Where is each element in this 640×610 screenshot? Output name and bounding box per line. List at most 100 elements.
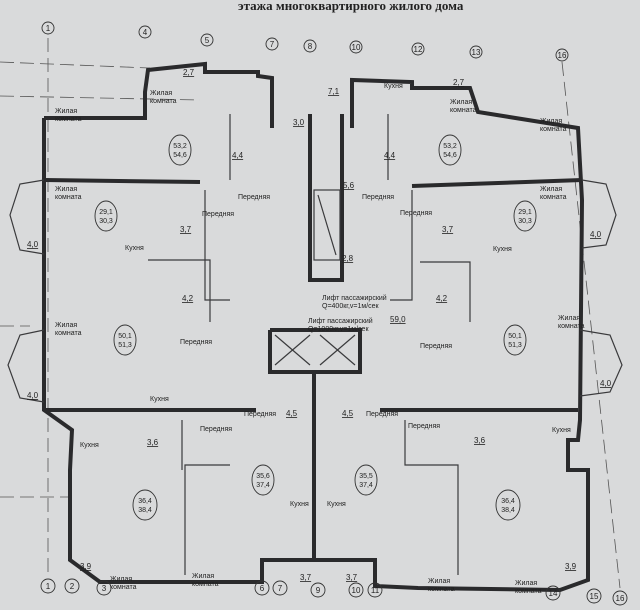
axis-label: 3 xyxy=(102,584,107,593)
plan-label: 4,5 xyxy=(286,409,298,418)
plan-label: Передняя xyxy=(420,343,452,350)
plan-label: Передняя xyxy=(244,411,276,418)
plan-label: 53,2 xyxy=(443,143,457,150)
plan-label: Передняя xyxy=(200,426,232,433)
plan-label: 3,7 xyxy=(442,225,454,234)
apartment-area: 29,130,3 xyxy=(94,200,118,232)
plan-label: 4,2 xyxy=(436,294,448,303)
plan-label: 4,4 xyxy=(384,151,396,160)
lift-label: Лифт пассажирский xyxy=(322,294,387,302)
plan-label: 36,4 xyxy=(138,498,152,505)
plan-label: Жилая xyxy=(428,578,450,585)
plan-label: 50,1 xyxy=(118,333,132,340)
plan-label: 3,7 xyxy=(180,225,192,234)
plan-label: Жилая xyxy=(150,90,172,97)
plan-label: 2,7 xyxy=(453,78,465,87)
apartment-area: 53,2 54,6 xyxy=(168,134,192,166)
plan-label: 30,3 xyxy=(518,218,532,225)
plan-label: комната xyxy=(55,330,82,337)
plan-label: 7,1 xyxy=(328,87,340,96)
plan-label: 37,4 xyxy=(359,482,373,489)
plan-label: Передняя xyxy=(362,194,394,201)
lift-label: Лифт пассажирский xyxy=(308,317,373,325)
plan-label: Передняя xyxy=(366,411,398,418)
partitions xyxy=(7,114,623,575)
apartment-area: 36,438,4 xyxy=(132,489,158,521)
room-areas: 2,7 2,7 4,4 4,4 3,0 7,1 5,6 2,8 3,7 3,7 … xyxy=(27,68,612,582)
plan-label: 54,6 xyxy=(443,152,457,159)
axis-label: 1 xyxy=(46,582,51,591)
apartment-area: 36,4 38,4 xyxy=(495,489,521,521)
plan-label: 3,9 xyxy=(565,562,577,571)
plan-label: 2,8 xyxy=(342,254,354,263)
axis-label: 2 xyxy=(70,582,75,591)
plan-label: Кухня xyxy=(384,83,403,90)
plan-label: 4,0 xyxy=(27,391,39,400)
plan-label: 54,6 xyxy=(173,152,187,159)
lift-capacity: Q=400кг,v=1м/сек xyxy=(322,303,380,310)
plan-label: 35,5 xyxy=(359,473,373,480)
apartment-area: 35,5 37,4 xyxy=(354,464,378,496)
axis-label: 8 xyxy=(308,42,313,51)
axis-label: 15 xyxy=(590,592,599,601)
apartment-area: 29,130,3 xyxy=(513,200,537,232)
axis-label: 4 xyxy=(143,28,148,37)
plan-label: 35,6 xyxy=(256,473,270,480)
grid-axes xyxy=(0,38,621,589)
plan-label: 36,4 xyxy=(501,498,515,505)
axis-label: 9 xyxy=(316,586,321,595)
plan-label: Кухня xyxy=(150,396,169,403)
plan-label: 4,5 xyxy=(342,409,354,418)
plan-label: 30,3 xyxy=(99,218,113,225)
axis-label: 1 xyxy=(46,24,51,33)
plan-label: 5,6 xyxy=(343,181,355,190)
plan-label: комната xyxy=(55,194,82,201)
lift-capacity: Q=1000кг,v=1м/сек xyxy=(308,326,369,333)
plan-label: 3,7 xyxy=(300,573,312,582)
plan-label: 37,4 xyxy=(256,482,270,489)
axis-label: 10 xyxy=(352,43,361,52)
apartment-area: 50,1 51,3 xyxy=(113,324,137,356)
plan-label: Кухня xyxy=(80,442,99,449)
plan-label: 51,3 xyxy=(118,342,132,349)
plan-label: Передняя xyxy=(180,339,212,346)
plan-label: 4,0 xyxy=(590,230,602,239)
plan-label: комната xyxy=(540,194,567,201)
axis-label: 14 xyxy=(549,589,558,598)
plan-label: Кухня xyxy=(493,246,512,253)
plan-label: комната xyxy=(150,98,177,105)
axis-label: 16 xyxy=(616,594,625,603)
axis-label: 12 xyxy=(414,45,423,54)
plan-label: комната xyxy=(192,581,219,588)
plan-label: комната xyxy=(450,107,477,114)
plan-label: 51,3 xyxy=(508,342,522,349)
plan-label: комната xyxy=(558,323,585,330)
plan-label: 53,2 xyxy=(173,143,187,150)
plan-label: Жилая xyxy=(540,186,562,193)
plan-label: 4,4 xyxy=(232,151,244,160)
plan-label: Передняя xyxy=(408,423,440,430)
plan-label: 3,6 xyxy=(474,436,486,445)
plan-label: Жилая xyxy=(540,118,562,125)
plan-label: 4,2 xyxy=(182,294,194,303)
plan-label: 3,6 xyxy=(147,438,159,447)
plan-label: Жилая xyxy=(558,315,580,322)
plan-label: Жилая xyxy=(55,186,77,193)
plan-label: 59,0 xyxy=(390,315,406,324)
axis-label: 5 xyxy=(205,36,210,45)
plan-label: Кухня xyxy=(125,245,144,252)
plan-title: этажа многоквартирного жилого дома xyxy=(238,0,464,13)
axis-label: 13 xyxy=(472,48,481,57)
plan-label: Жилая xyxy=(55,322,77,329)
plan-label: 38,4 xyxy=(501,507,515,514)
lift-annotations: Лифт пассажирский Q=400кг,v=1м/сек Лифт … xyxy=(308,294,387,333)
plan-label: 4,0 xyxy=(27,240,39,249)
plan-label: Жилая xyxy=(110,576,132,583)
plan-label: комната xyxy=(515,588,542,595)
plan-label: комната xyxy=(55,116,82,123)
axis-label: 7 xyxy=(278,584,283,593)
plan-label: Жилая xyxy=(515,580,537,587)
plan-label: 3,9 xyxy=(80,562,92,571)
axis-label: 6 xyxy=(260,584,265,593)
